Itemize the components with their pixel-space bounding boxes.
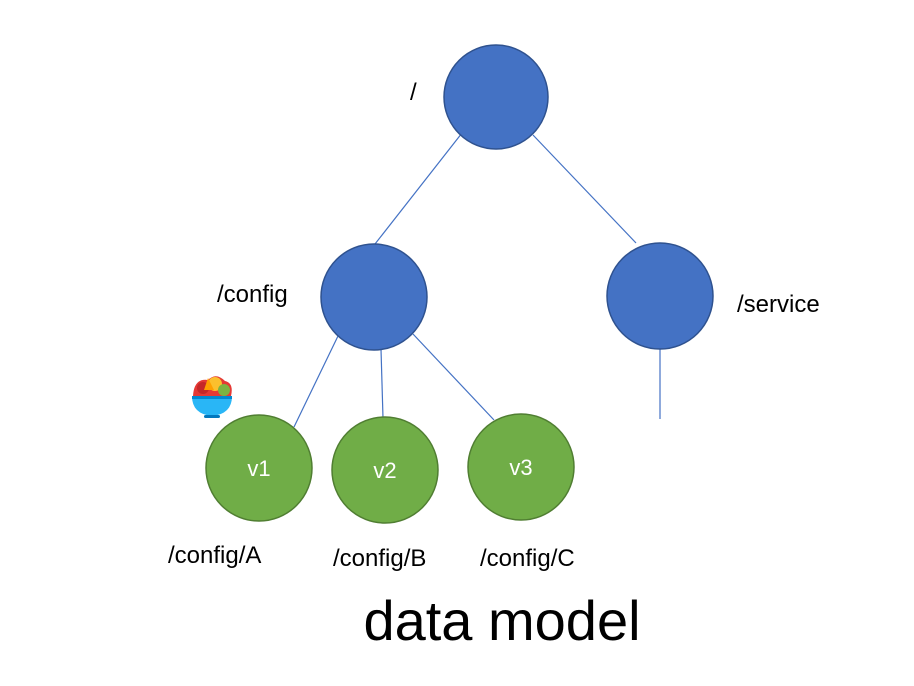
label-config-c: /config/C (480, 545, 575, 572)
diagram-caption: data model (363, 589, 640, 652)
edge-root-config (374, 132, 463, 245)
node-v2-text: v2 (373, 458, 396, 483)
edge-root-service (532, 134, 637, 244)
salad-bowl-icon (192, 376, 232, 418)
label-config: /config (217, 281, 288, 308)
edge-config-v2 (380, 348, 384, 419)
node-v3 (467, 413, 575, 521)
edge-config-v3 (412, 333, 495, 421)
label-root: / (410, 79, 417, 106)
node-v1-text: v1 (247, 456, 270, 481)
node-service (606, 242, 714, 350)
node-v3-text: v3 (509, 455, 532, 480)
node-config (320, 243, 428, 351)
edges (293, 132, 661, 428)
node-v2 (331, 416, 439, 524)
label-service: /service (737, 291, 820, 318)
node-root (443, 44, 549, 150)
edge-config-v1 (293, 335, 339, 428)
label-config-a: /config/A (168, 542, 261, 569)
label-config-b: /config/B (333, 545, 426, 572)
node-v1 (205, 414, 313, 522)
